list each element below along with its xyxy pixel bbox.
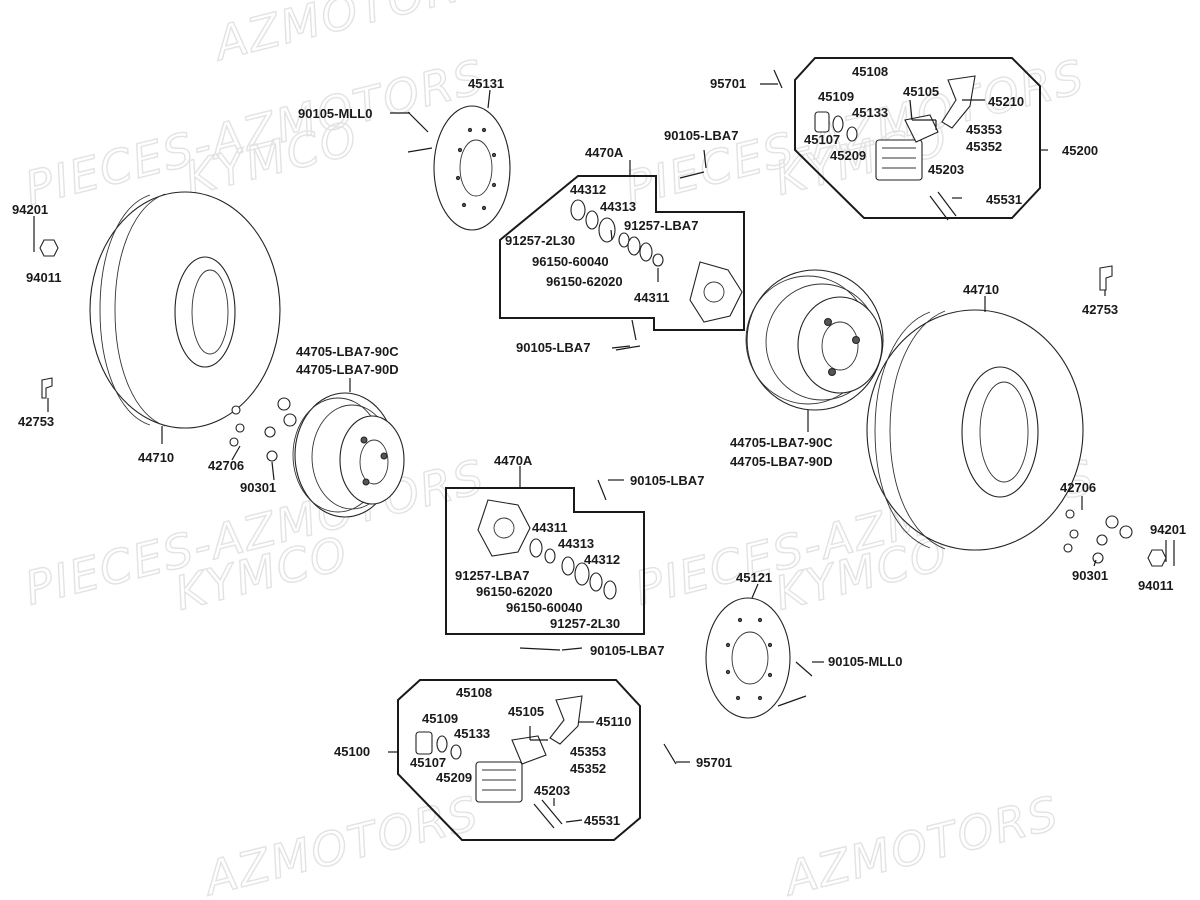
part-label: 44710 [963, 282, 999, 297]
part-label: 4470A [585, 145, 624, 160]
part-label: 90105-LBA7 [516, 340, 590, 355]
part-label: 45203 [928, 162, 964, 177]
brake-disc-upper [433, 105, 511, 231]
part-label: 45109 [422, 711, 458, 726]
part-label: 45131 [468, 76, 504, 91]
part-label: 45110 [596, 714, 631, 729]
part-label: 45107 [410, 755, 446, 770]
part-label: 94201 [12, 202, 48, 217]
part-label: 4470A [494, 453, 533, 468]
part-label: 90105-LBA7 [590, 643, 664, 658]
part-label: 45108 [852, 64, 888, 79]
group-box-hub-upper [499, 175, 745, 331]
part-label: 95701 [696, 755, 732, 770]
part-label: 45352 [570, 761, 606, 776]
part-label: 44311 [634, 290, 669, 305]
part-label: 45109 [818, 89, 854, 104]
leader-lines [33, 83, 1175, 823]
hub-upper [689, 261, 743, 323]
part-label: 44313 [558, 536, 594, 551]
part-label: 44312 [584, 552, 620, 567]
fasteners [33, 69, 1167, 765]
part-label: 44710 [138, 450, 174, 465]
watermark-text: PIECES-AZMOTORS [20, 49, 491, 216]
part-label: 44313 [600, 199, 636, 214]
part-label: 90105-MLL0 [828, 654, 902, 669]
part-label: 45100 [334, 744, 370, 759]
part-label: 95701 [710, 76, 746, 91]
part-label: 45105 [903, 84, 939, 99]
hub-lower [477, 499, 531, 557]
part-label: 45353 [570, 744, 606, 759]
part-label: 96150-62020 [546, 274, 623, 289]
part-label: 45108 [456, 685, 492, 700]
part-label: 96150-60040 [532, 254, 609, 269]
left-rim [292, 392, 405, 518]
part-label: 42706 [1060, 480, 1096, 495]
part-label: 45352 [966, 139, 1002, 154]
group-box-hub-lower [445, 487, 645, 635]
part-label: 90105-LBA7 [664, 128, 738, 143]
watermark-text: AZMOTORS [197, 785, 485, 900]
part-label: 91257-2L30 [505, 233, 575, 248]
part-label: 45531 [986, 192, 1022, 207]
bearing-stack-lower [529, 538, 617, 600]
part-label: 96150-60040 [506, 600, 583, 615]
part-label: 42753 [18, 414, 54, 429]
part-label: 91257-LBA7 [455, 568, 529, 583]
group-box-caliper-lower [397, 679, 641, 841]
part-label: 44312 [570, 182, 606, 197]
part-label: 44705-LBA7-90D [730, 454, 833, 469]
part-label: 91257-LBA7 [624, 218, 698, 233]
part-label: 90105-LBA7 [630, 473, 704, 488]
part-label: 45209 [830, 148, 866, 163]
part-label: 94011 [26, 270, 61, 285]
part-label: 90301 [1072, 568, 1108, 583]
part-label: 44705-LBA7-90C [296, 344, 399, 359]
part-label: 45203 [534, 783, 570, 798]
brake-disc-lower [705, 597, 791, 719]
part-label: 45107 [804, 132, 840, 147]
part-label: 44705-LBA7-90C [730, 435, 833, 450]
part-label: 45133 [852, 105, 888, 120]
part-label: 90105-MLL0 [298, 106, 372, 121]
part-label: 45133 [454, 726, 490, 741]
part-label: 45209 [436, 770, 472, 785]
group-box-caliper-upper [794, 57, 1041, 219]
caliper-upper [814, 75, 976, 221]
watermark-text: AZMOTORS [777, 785, 1065, 900]
part-label: 94011 [1138, 578, 1173, 593]
part-label: 44311 [532, 520, 567, 535]
right-rim [745, 269, 884, 411]
part-label: 44705-LBA7-90D [296, 362, 399, 377]
part-label: 90301 [240, 480, 276, 495]
part-label: 94201 [1150, 522, 1186, 537]
left-tire [89, 191, 281, 429]
part-label: 91257-2L30 [550, 616, 620, 631]
part-label: 96150-62020 [476, 584, 553, 599]
part-label: 45210 [988, 94, 1024, 109]
part-label: 45105 [508, 704, 544, 719]
group-box-outlines [397, 57, 1041, 841]
part-labels: 45131 95701 45108 45109 45105 45210 4513… [12, 64, 1186, 828]
part-label: 45353 [966, 122, 1002, 137]
part-label: 42706 [208, 458, 244, 473]
part-label: 45531 [584, 813, 620, 828]
part-label: 45121 [736, 570, 772, 585]
bearing-stack-upper [570, 199, 664, 267]
part-label: 45200 [1062, 143, 1098, 158]
right-tire [866, 309, 1084, 551]
part-label: 42753 [1082, 302, 1118, 317]
caliper-lower [415, 695, 583, 829]
